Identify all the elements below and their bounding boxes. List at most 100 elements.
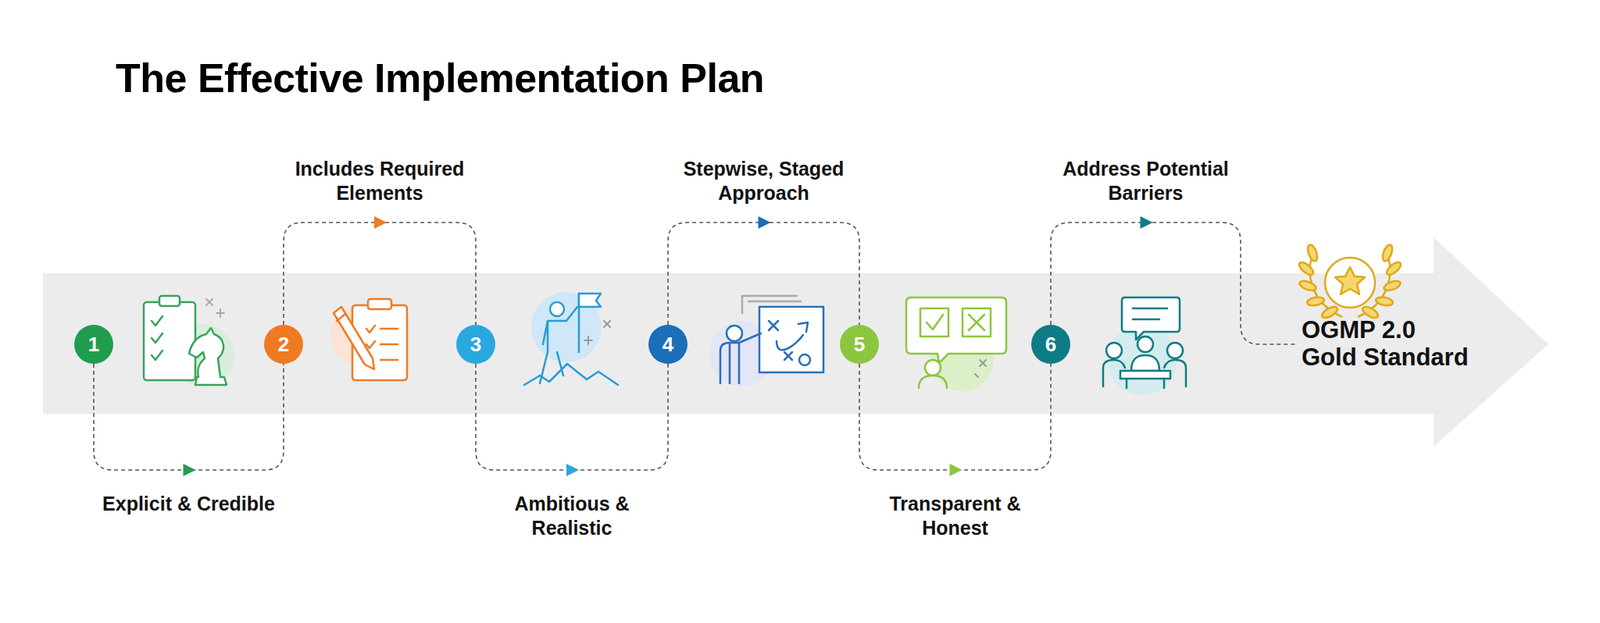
step-label: Includes Required Elements xyxy=(282,157,478,207)
plan-icon-part xyxy=(380,328,398,331)
strategy-icon-part xyxy=(151,316,163,326)
meeting-icon-part xyxy=(1120,371,1171,379)
step-number: 5 xyxy=(853,332,865,358)
process-band xyxy=(42,237,1549,447)
plan-icon-part xyxy=(336,314,345,322)
summit-icon-part xyxy=(524,364,618,386)
strategy-board-icon-part xyxy=(799,354,811,366)
meeting-icon-part xyxy=(1121,297,1180,340)
connector-line xyxy=(283,222,476,325)
feedback-icon-part-part xyxy=(975,360,986,378)
goal-label: OGMP 2.0 Gold Standard xyxy=(1301,317,1474,372)
feedback-icon xyxy=(906,297,1007,392)
dashed-connector xyxy=(93,364,284,477)
arrow-head xyxy=(566,464,579,477)
summit-icon xyxy=(524,292,618,386)
strategy-icon xyxy=(143,296,235,387)
dashed-connector xyxy=(475,364,668,477)
connector-line xyxy=(667,222,860,325)
goal-text: OGMP 2.0 Gold Standard xyxy=(1301,317,1474,372)
connector-line xyxy=(1050,222,1297,345)
summit-icon-part xyxy=(578,293,601,308)
step-label: Explicit & Credible xyxy=(91,492,287,517)
step-number-circle: 2 xyxy=(264,325,304,365)
meeting-icon-part xyxy=(1163,378,1166,389)
step-label: Address Potential Barriers xyxy=(1048,157,1244,207)
step-number-circle: 3 xyxy=(456,325,496,365)
step-number-circle: 5 xyxy=(839,325,879,365)
strategy-board-icon-part xyxy=(776,322,808,350)
step-number-circle: 4 xyxy=(648,325,688,365)
strategy-board-icon xyxy=(709,296,824,387)
strategy-board-icon-part xyxy=(726,325,743,342)
connector-line xyxy=(93,364,284,471)
gold-award-icon-part-part xyxy=(1384,260,1403,278)
process-band-part xyxy=(42,237,1549,447)
dashed-connector xyxy=(1050,216,1297,345)
dashed-connector xyxy=(667,216,860,325)
strategy-icon-part xyxy=(189,328,227,386)
plan-icon-part xyxy=(380,343,398,347)
plan-icon xyxy=(330,299,408,381)
strategy-board-icon-part xyxy=(768,321,779,331)
gold-award-icon-part-part xyxy=(1375,296,1393,308)
dashed-connector xyxy=(859,364,1051,477)
step-number-circle: 6 xyxy=(1031,325,1071,365)
strategy-board-icon-part-part xyxy=(742,295,797,298)
gold-award-icon-part-part xyxy=(1296,260,1315,278)
connector-line xyxy=(859,364,1051,471)
step-number: 1 xyxy=(88,332,100,358)
strategy-board-icon-part xyxy=(720,333,761,384)
step-label: Transparent & Honest xyxy=(857,492,1054,542)
plan-icon-part xyxy=(333,307,375,370)
strategy-board-icon-part-part xyxy=(748,300,801,304)
strategy-board-icon-part xyxy=(784,352,793,361)
step-label: Stepwise, Staged Approach xyxy=(666,157,862,207)
arrow-head xyxy=(183,464,197,477)
meeting-icon-part xyxy=(1125,378,1129,389)
gold-award-icon-part-part xyxy=(1306,243,1320,263)
gold-award-icon-part xyxy=(1296,243,1340,321)
step-number: 2 xyxy=(278,332,290,358)
gold-award-icon xyxy=(1296,243,1403,321)
meeting-icon-part xyxy=(1137,336,1154,353)
summit-icon-part xyxy=(584,321,611,345)
summit-icon-part-part xyxy=(584,321,611,345)
gold-award-icon-part-part xyxy=(1306,296,1325,308)
feedback-icon-part xyxy=(920,308,949,337)
meeting-icon-part xyxy=(1106,342,1122,359)
arrow-head xyxy=(950,464,963,477)
strategy-icon-part xyxy=(143,302,196,381)
summit-icon-part xyxy=(531,292,602,363)
meeting-icon-part xyxy=(1132,307,1168,311)
feedback-icon-part xyxy=(925,360,941,376)
meeting-icon-part xyxy=(1167,342,1183,359)
step-label: Ambitious & Realistic xyxy=(474,492,670,542)
meeting-icon-part xyxy=(1132,318,1160,322)
gold-award-icon-part-part xyxy=(1381,243,1395,263)
feedback-icon-part xyxy=(918,375,947,389)
meeting-icon-part xyxy=(1131,355,1160,372)
gold-award-icon-part-part xyxy=(1382,279,1402,293)
plan-icon-part xyxy=(366,325,375,333)
strategy-icon-part xyxy=(206,299,225,318)
plan-icon-part xyxy=(367,299,392,310)
connector-line xyxy=(475,364,668,471)
gold-award-icon-part xyxy=(1310,248,1391,318)
gold-award-icon-part xyxy=(1325,257,1375,308)
feedback-icon-part xyxy=(975,360,986,378)
strategy-board-icon-part xyxy=(759,307,824,373)
step-number: 4 xyxy=(662,332,674,358)
strategy-icon-part xyxy=(151,350,163,361)
strategy-icon-part xyxy=(151,333,163,343)
gold-award-icon-part xyxy=(1360,243,1404,321)
arrow-head xyxy=(758,216,772,229)
step-number: 6 xyxy=(1045,332,1057,358)
step-number: 3 xyxy=(470,332,482,358)
plan-icon-part xyxy=(366,341,375,349)
feedback-icon-part xyxy=(968,314,985,331)
gold-award-icon-part-part xyxy=(1298,279,1318,293)
strategy-icon-part xyxy=(159,296,180,307)
plan-icon-part xyxy=(380,359,398,362)
step-number-circle: 1 xyxy=(74,325,114,365)
